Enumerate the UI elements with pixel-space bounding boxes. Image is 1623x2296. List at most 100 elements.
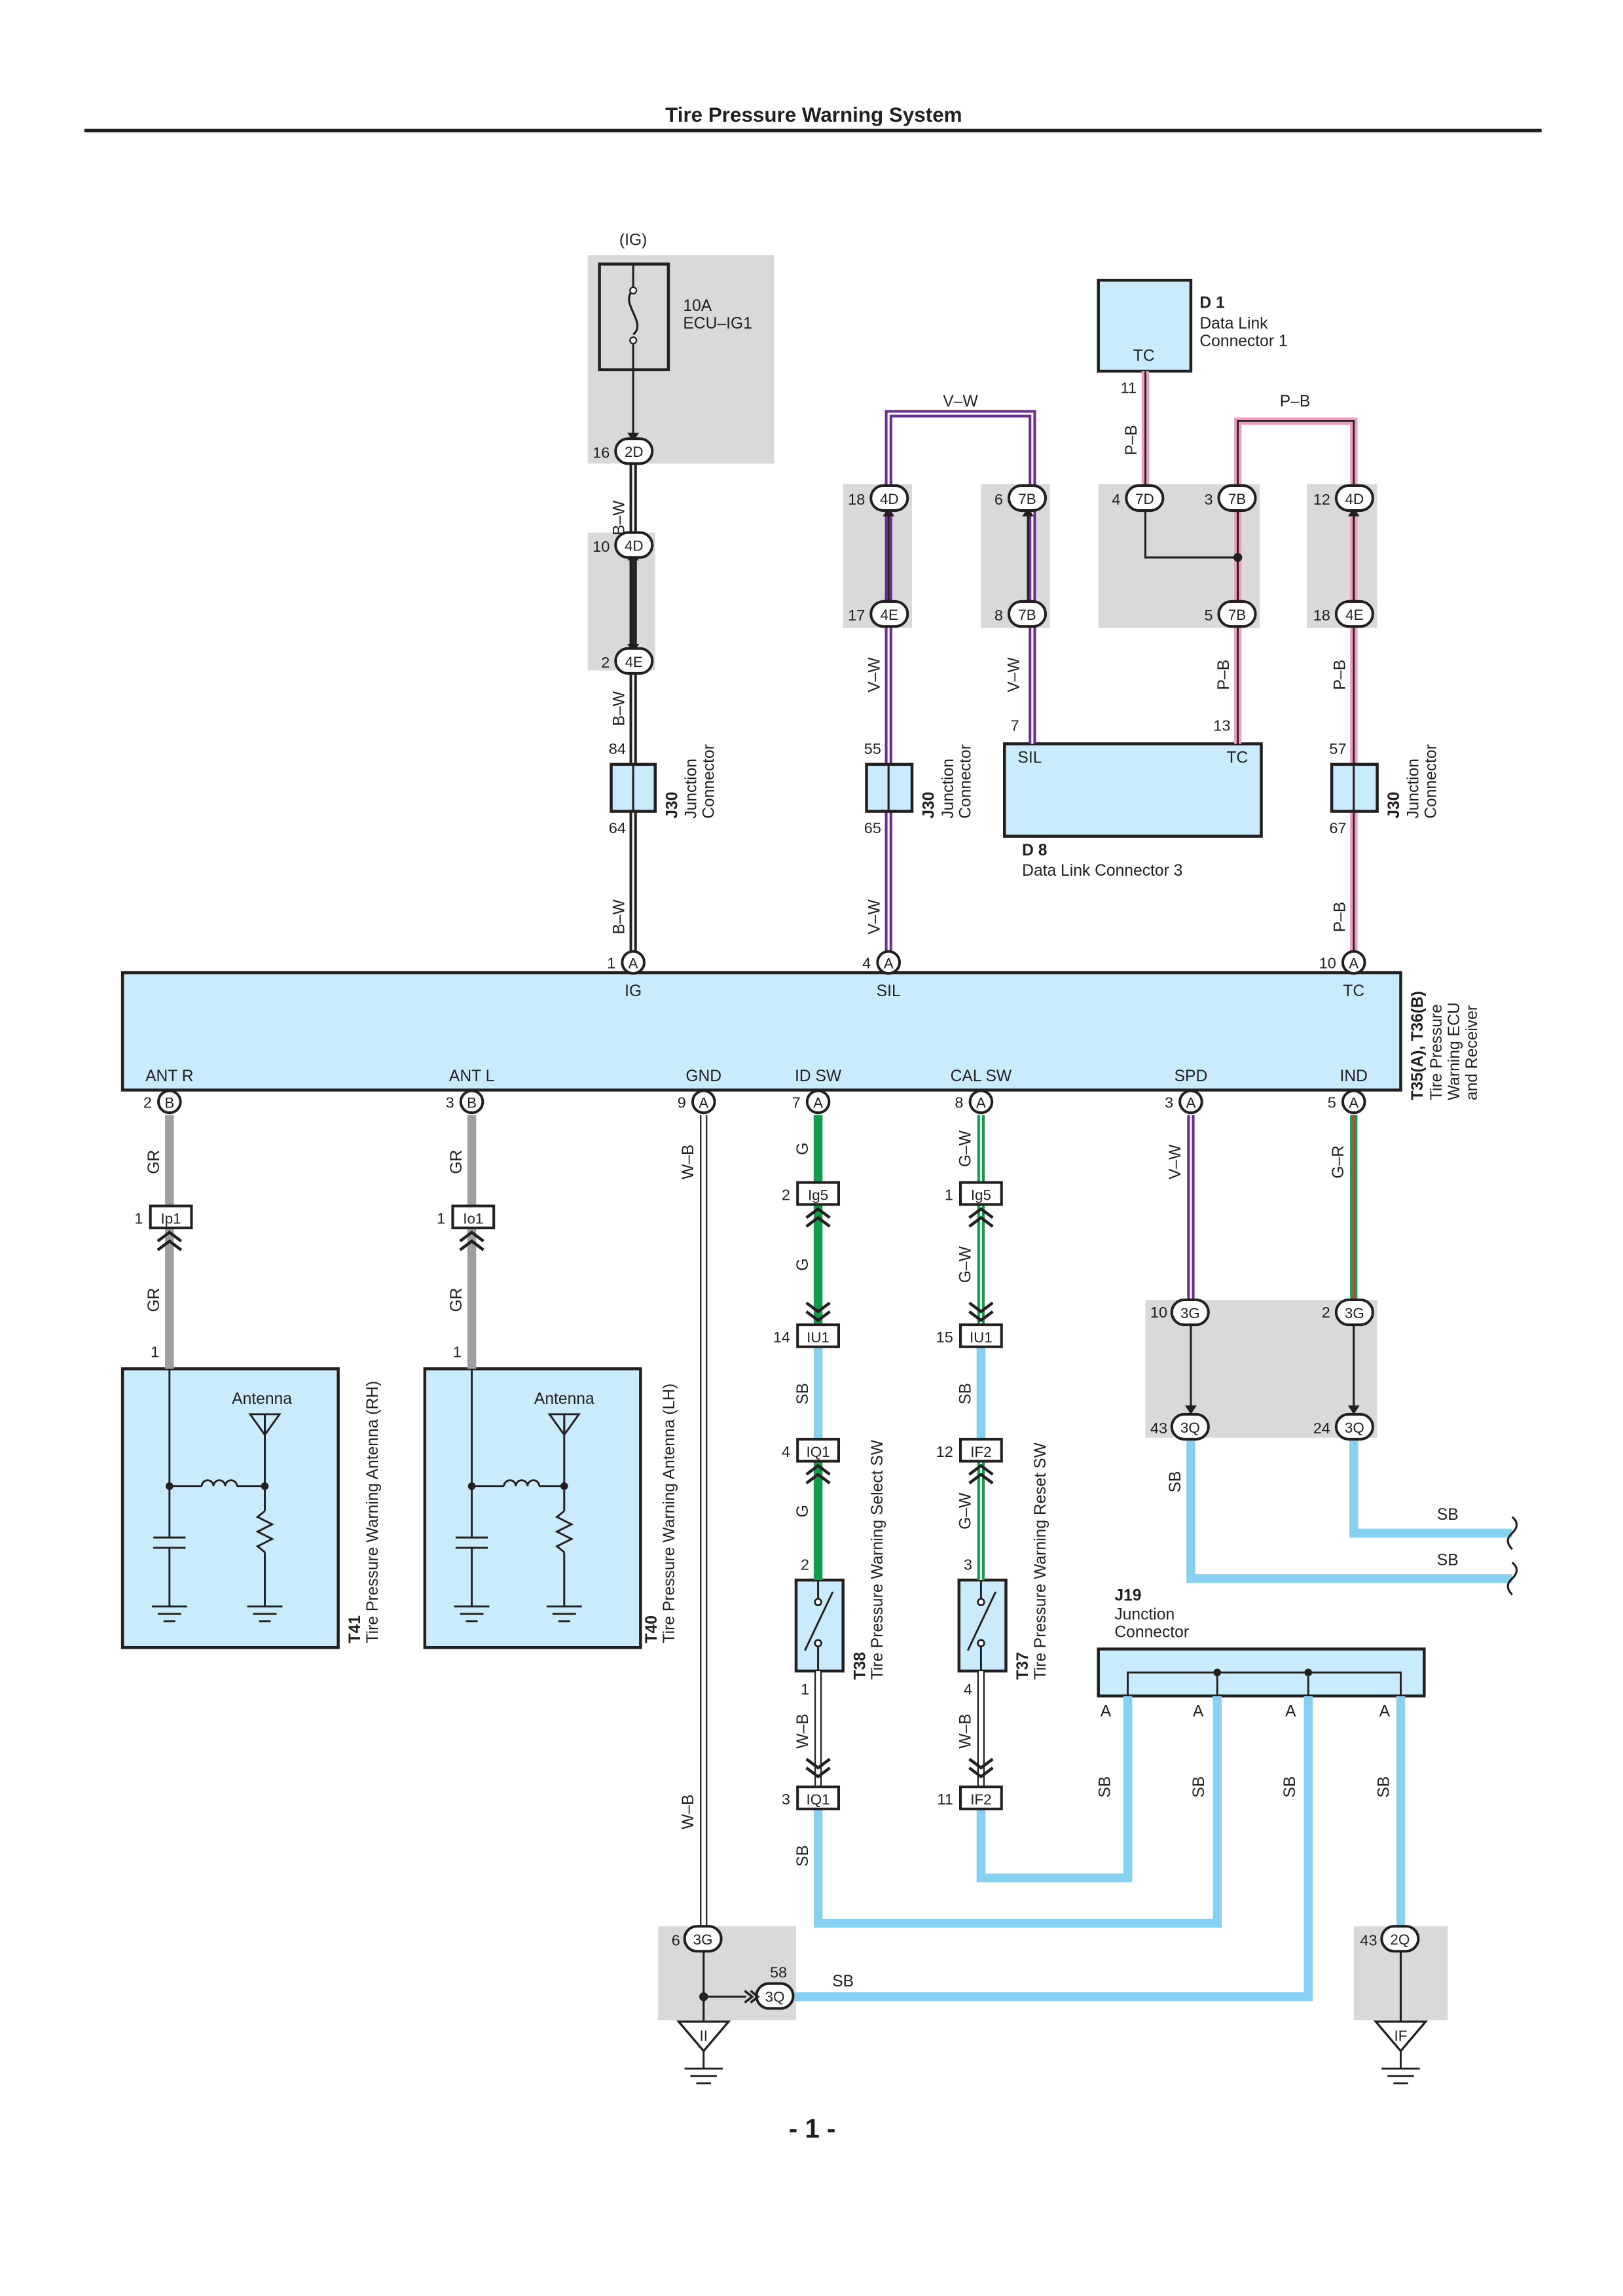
svg-text:18: 18 [848, 491, 865, 508]
svg-text:4: 4 [862, 954, 871, 971]
j30-id-2: J30 [921, 792, 938, 819]
svg-text:SB: SB [794, 1845, 812, 1867]
conn-7d: 7D [1125, 484, 1165, 512]
svg-text:SB: SB [1376, 1776, 1393, 1798]
svg-text:7B: 7B [1228, 491, 1246, 507]
svg-text:B: B [467, 1094, 477, 1111]
conn-2q: 2Q [1380, 1925, 1420, 1953]
ecu-desc3: and Receiver [1463, 1005, 1481, 1100]
conn-7b-b: 7B [1007, 600, 1048, 628]
svg-text:7B: 7B [1018, 491, 1036, 507]
svg-text:B–W: B–W [611, 899, 629, 935]
ecu-desc2: Warning ECU [1446, 1002, 1463, 1100]
conn-3q-a: 3Q [1170, 1412, 1210, 1441]
svg-text:4D: 4D [880, 491, 899, 507]
term-a-ig: A [621, 950, 646, 975]
svg-text:SB: SB [794, 1383, 812, 1405]
j19-id: J19 [1114, 1587, 1141, 1605]
svg-text:2Q: 2Q [1390, 1931, 1410, 1948]
ecu-terminal-ant-l: ANT L [449, 1067, 494, 1085]
term-a-spd: A [1178, 1089, 1203, 1115]
svg-text:W–B: W–B [957, 1713, 975, 1748]
fuse-contact-bottom [629, 336, 638, 345]
fuse-name: ECU–IG1 [683, 315, 752, 332]
svg-text:2: 2 [143, 1094, 152, 1111]
antenna-rh-node-right [261, 1482, 269, 1490]
svg-text:2: 2 [782, 1187, 790, 1204]
conn-3q-c: 3Q [755, 1982, 795, 2010]
conn-3g-c: 3G [683, 1925, 723, 1953]
svg-text:A: A [1186, 1094, 1195, 1111]
svg-text:IU1: IU1 [970, 1329, 993, 1346]
antenna-rh-node-left [166, 1482, 173, 1490]
svg-text:A: A [813, 1094, 823, 1111]
svg-text:B–W: B–W [611, 500, 629, 535]
svg-text:7B: 7B [1018, 607, 1036, 623]
svg-text:V–W: V–W [943, 393, 978, 410]
svg-text:10: 10 [593, 538, 610, 555]
conn-iq1-b: IQ1 [796, 1757, 840, 1810]
conn-if2-a: IF2 [958, 1437, 1003, 1484]
conn-3q-b: 3Q [1334, 1412, 1374, 1441]
svg-text:2D: 2D [625, 444, 644, 460]
antenna-lh-node-right [560, 1482, 568, 1490]
d8-id: D 8 [1022, 842, 1047, 859]
svg-text:3G: 3G [1345, 1305, 1364, 1321]
svg-text:15: 15 [936, 1329, 953, 1346]
svg-text:43: 43 [1150, 1420, 1167, 1437]
svg-text:3Q: 3Q [1345, 1420, 1364, 1436]
svg-text:SB: SB [1190, 1776, 1208, 1798]
ecu-terminal-ant-r: ANT R [145, 1067, 193, 1085]
t38-id: T38 [851, 1652, 869, 1679]
svg-text:58: 58 [770, 1964, 787, 1981]
svg-text:GR: GR [145, 1150, 163, 1174]
svg-text:10: 10 [1150, 1304, 1167, 1321]
splice-lines [632, 511, 1402, 2022]
svg-text:7D: 7D [1135, 491, 1154, 507]
pin-numbers: 16 10 2 84 64 1 18 17 55 65 4 6 8 7 11 4… [134, 380, 1377, 1981]
svg-text:3: 3 [964, 1556, 972, 1573]
svg-text:18: 18 [1313, 607, 1330, 624]
conn-iu1-a: IU1 [796, 1301, 840, 1348]
svg-text:64: 64 [609, 819, 626, 836]
fuse-box [587, 255, 775, 464]
svg-text:V–W: V–W [866, 657, 884, 692]
svg-text:3: 3 [782, 1791, 790, 1808]
svg-text:8: 8 [955, 1094, 963, 1111]
svg-text:65: 65 [864, 819, 881, 836]
j30-line2-3: Connector [1422, 744, 1440, 819]
j19-line2: Connector [1114, 1624, 1189, 1641]
wire-wb-switches [814, 1671, 985, 1790]
svg-text:1: 1 [437, 1210, 445, 1227]
t41-id: T41 [346, 1615, 364, 1643]
svg-text:67: 67 [1329, 819, 1346, 836]
ecu-terminal-gnd: GND [685, 1067, 721, 1085]
j19-pin-a-2: A [1193, 1703, 1204, 1721]
page-title: Tire Pressure Warning System [665, 103, 962, 126]
svg-text:P–B: P–B [1123, 425, 1140, 456]
svg-text:8: 8 [994, 607, 1003, 624]
svg-text:W–B: W–B [680, 1145, 697, 1179]
wire-gr-group [165, 1115, 477, 1369]
antenna-rh-box [120, 1367, 340, 1649]
svg-text:GR: GR [448, 1288, 465, 1312]
svg-text:A: A [1349, 1094, 1359, 1111]
svg-text:W–B: W–B [680, 1795, 697, 1829]
fuse-contact-top [629, 286, 638, 295]
j19-pin-a-1: A [1101, 1703, 1112, 1721]
svg-text:84: 84 [609, 740, 626, 757]
j30-line2-2: Connector [957, 744, 975, 819]
ecu-terminal-ind: IND [1340, 1067, 1368, 1085]
svg-text:V–W: V–W [1167, 1144, 1184, 1179]
conn-7b-a: 7B [1007, 484, 1048, 512]
conn-4d-b: 4D [869, 484, 909, 512]
conn-4d-c: 4D [1334, 484, 1374, 512]
fuse-icon [628, 289, 639, 336]
svg-text:G: G [794, 1505, 812, 1517]
svg-text:Io1: Io1 [463, 1210, 483, 1227]
ecu-terminal-sil: SIL [877, 982, 901, 1000]
ground-if: IF [1373, 2020, 1429, 2085]
svg-text:14: 14 [773, 1329, 790, 1346]
svg-text:55: 55 [864, 740, 881, 757]
conn-io1: Io1 [451, 1204, 496, 1251]
